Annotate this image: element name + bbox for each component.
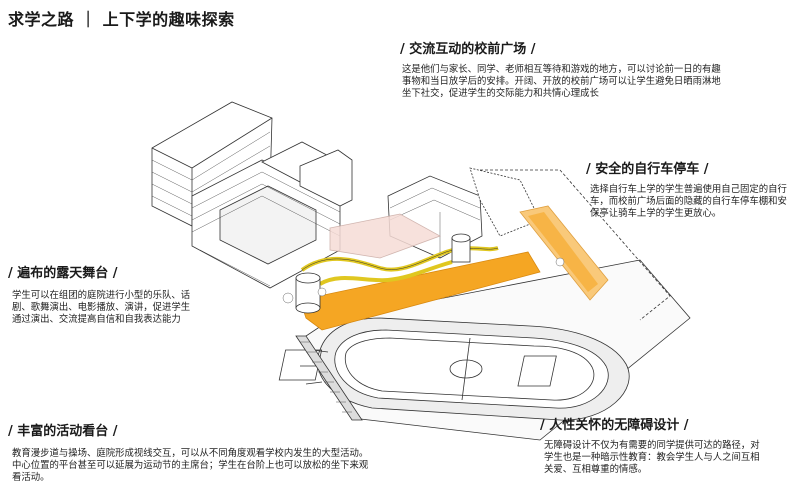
cylinder-tower-right xyxy=(451,233,471,263)
stage-heading: / 遍布的露天舞台 / xyxy=(8,266,118,281)
access-heading: / 人性关怀的无障碍设计 / xyxy=(540,418,689,433)
stands-description: 教育漫步道与操场、庭院形成视线交互，可以从不同角度观看学校内发生的大型活动。中心… xyxy=(12,448,369,484)
building-courtyard-cluster xyxy=(191,141,353,289)
running-track xyxy=(278,317,630,421)
plaza-heading: / 交流互动的校前广场 / xyxy=(400,42,536,57)
cylinder-tower-left xyxy=(295,272,321,314)
bike-heading: / 安全的自行车停车 / xyxy=(586,162,709,177)
bike-description: 选择自行车上学的学生普遍使用自己固定的自行车，而校前广场后面的隐藏的自行车停车棚… xyxy=(590,184,787,220)
access-description: 无障碍设计不仅为有需要的同学提供可达的路径，对学生也是一种暗示性教育：教会学生人… xyxy=(544,440,760,476)
stage-description: 学生可以在组团的庭院进行小型的乐队、话剧、歌舞演出、电影播放、演讲，促进学生通过… xyxy=(12,290,191,326)
plaza-canopy xyxy=(329,213,441,259)
plaza-description: 这是他们与家长、同学、老师相互等待和游戏的地方，可以讨论前一日的有趣事物和当日放… xyxy=(402,64,721,100)
trees xyxy=(282,257,565,304)
page-title: 求学之路 ｜ 上下学的趣味探索 xyxy=(8,10,235,29)
stands-heading: / 丰富的活动看台 / xyxy=(8,424,118,439)
